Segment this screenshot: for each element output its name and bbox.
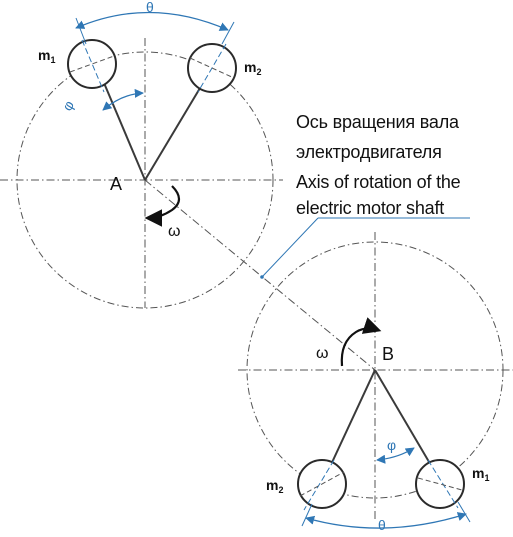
mass-a-m1-radial: [81, 39, 105, 93]
mass-a-m1: [67, 39, 117, 89]
theta-arc-b: [305, 512, 467, 529]
mass-label-a-m2-base: m: [244, 59, 256, 75]
mass-label-b-m2-base: m: [266, 477, 278, 493]
theta-label-a: θ: [146, 0, 154, 15]
leader-dot: [260, 275, 264, 279]
leader-line: [261, 217, 319, 278]
phi-arc-a: [102, 88, 144, 111]
mass-label-a-m2: m2: [244, 59, 261, 77]
theta-a-ext-right: [221, 21, 235, 45]
mass-label-b-m1: m1: [472, 465, 489, 483]
mass-b-m1-radial: [427, 459, 459, 509]
omega-label-a: ω: [168, 223, 181, 240]
mass-label-b-m1-sub: 1: [484, 473, 489, 483]
mass-label-b-m2-sub: 2: [278, 485, 283, 495]
phi-label-a: φ: [59, 98, 77, 114]
mass-label-a-m1-base: m: [38, 47, 50, 63]
theta-arc-a: [75, 11, 229, 31]
mass-a-m2-cross: [189, 57, 235, 79]
mass-label-a-m1: m1: [38, 47, 55, 65]
pivot-label-a: A: [110, 174, 122, 194]
mass-label-a-m2-sub: 2: [256, 67, 261, 77]
theta-b-ext-right: [457, 501, 471, 523]
centerline-a-b: [144, 179, 376, 371]
mass-label-a-m1-sub: 1: [50, 55, 55, 65]
theta-b-ext-left: [301, 503, 313, 527]
pivot-label-b: B: [382, 344, 394, 364]
mass-label-b-m2: m2: [266, 477, 283, 495]
theta-label-b: θ: [378, 517, 386, 533]
caption-line-3: Axis of rotation of the: [296, 172, 461, 192]
mass-b-m1: [415, 459, 465, 509]
rotation-arrow-a: [144, 185, 181, 227]
phi-label-b: φ: [387, 437, 396, 453]
caption-line-4: electric motor shaft: [296, 198, 444, 218]
mass-b-m2-radial: [303, 459, 335, 511]
rotation-arrow-b: [340, 317, 382, 367]
phi-arc-b: [376, 447, 415, 464]
caption-line-1: Ось вращения вала: [296, 112, 460, 132]
caption-line-2: электродвигателя: [296, 142, 442, 162]
mass-b-m2-cross: [299, 471, 345, 497]
omega-label-b: ω: [316, 345, 329, 362]
mass-label-b-m1-base: m: [472, 465, 484, 481]
theta-a-ext-left: [75, 17, 87, 45]
